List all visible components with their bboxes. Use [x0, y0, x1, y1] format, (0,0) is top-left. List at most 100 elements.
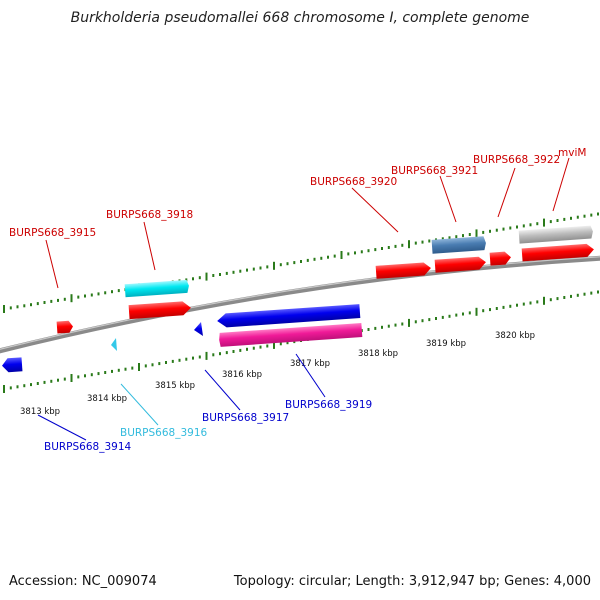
lower-tick — [381, 325, 383, 329]
lower-tick-row — [3, 290, 599, 393]
upper-tick — [516, 225, 518, 229]
upper-tick — [597, 212, 599, 216]
gene-burps668-3919[interactable] — [219, 322, 363, 347]
gene-burps668-3918[interactable] — [128, 301, 192, 320]
upper-tick — [252, 267, 255, 271]
chromosome-backbone-highlight — [0, 256, 600, 350]
scale-label-3817: 3817 kbp — [290, 359, 330, 369]
gene-burps668-3921b[interactable] — [434, 256, 487, 273]
scale-label-3814: 3814 kbp — [87, 394, 127, 404]
label-mvim[interactable]: mviM — [558, 147, 586, 159]
lower-tick — [239, 348, 242, 352]
gene-burps668-3916-cyan[interactable] — [124, 279, 190, 298]
upper-tick — [97, 292, 100, 296]
lower-tick — [50, 379, 53, 383]
upper-tick — [502, 227, 505, 231]
lower-tick — [529, 301, 532, 305]
lower-tick — [367, 328, 370, 331]
upper-tick — [50, 299, 53, 303]
lower-tick — [205, 351, 208, 360]
lower-tick — [475, 307, 478, 316]
lower-tick — [597, 290, 599, 294]
lower-tick — [394, 323, 397, 327]
upper-tick — [583, 214, 586, 218]
gene-burps668-3920[interactable] — [375, 262, 432, 279]
upper-tick — [543, 218, 545, 227]
accession-text: Accession: NC_009074 — [9, 574, 157, 589]
upper-tick — [279, 263, 282, 267]
lower-tick — [16, 385, 19, 389]
gene-burps668-3917a[interactable] — [194, 322, 203, 336]
lower-tick — [246, 347, 248, 351]
label-burps668-3916[interactable]: BURPS668_3916 — [120, 427, 208, 439]
upper-tick — [90, 293, 93, 297]
label-burps668-3918[interactable]: BURPS668_3918 — [106, 209, 193, 221]
gene-burps668-3922[interactable] — [489, 251, 512, 266]
gene-burps668-3915[interactable] — [56, 320, 74, 334]
lower-tick — [3, 385, 5, 393]
lower-tick — [462, 312, 464, 316]
label-burps668-3919[interactable]: BURPS668_3919 — [285, 399, 372, 411]
upper-tick — [414, 241, 417, 245]
lower-tick — [495, 307, 498, 310]
lower-tick — [374, 326, 377, 330]
lower-tick — [556, 297, 559, 301]
lower-tick — [583, 292, 586, 296]
upper-tick — [185, 278, 188, 282]
upper-tick — [462, 234, 464, 238]
gene-burps668-3917[interactable] — [217, 304, 361, 328]
lower-tick — [57, 378, 59, 382]
lower-tick — [70, 374, 73, 382]
lower-tick — [414, 320, 417, 324]
label-burps668-3922[interactable]: BURPS668_3922 — [473, 154, 560, 166]
upper-tick — [347, 252, 350, 256]
upper-tick — [381, 247, 383, 250]
lower-tick — [441, 315, 444, 319]
gene-burps668-3914[interactable] — [2, 357, 23, 373]
genome-summary-text: Topology: circular; Length: 3,912,947 bp… — [233, 574, 591, 589]
lower-tick — [171, 359, 174, 363]
label-burps668-3921[interactable]: BURPS668_3921 — [391, 165, 478, 177]
lower-tick — [570, 294, 572, 298]
upper-tick — [327, 255, 329, 259]
upper-tick — [482, 230, 485, 234]
lower-tick — [138, 363, 140, 371]
lower-tick — [279, 342, 282, 346]
gene-mvim-grey[interactable] — [518, 225, 594, 244]
upper-tick — [16, 305, 19, 309]
lower-tick — [90, 373, 93, 377]
gene-mvim[interactable] — [521, 243, 595, 262]
lower-tick — [543, 296, 545, 305]
lower-tick — [509, 304, 512, 308]
upper-tick — [111, 290, 113, 294]
lower-tick — [212, 353, 215, 357]
upper-tick — [30, 303, 32, 307]
scale-label-3815: 3815 kbp — [155, 381, 195, 391]
label-burps668-3920[interactable]: BURPS668_3920 — [310, 176, 397, 188]
upper-tick — [306, 258, 309, 262]
upper-tick — [313, 257, 316, 261]
scale-label-3818: 3818 kbp — [358, 349, 398, 359]
upper-tick — [293, 261, 296, 265]
gene-burps668-3916-marker[interactable] — [111, 338, 117, 351]
upper-tick — [522, 224, 525, 228]
lower-tick — [435, 317, 437, 320]
scale-label-3816: 3816 kbp — [222, 370, 262, 380]
upper-tick — [536, 222, 539, 226]
label-burps668-3917[interactable]: BURPS668_3917 — [202, 412, 289, 424]
upper-tick — [320, 256, 323, 260]
label-burps668-3914[interactable]: BURPS668_3914 — [44, 441, 132, 453]
upper-tick — [448, 236, 451, 240]
gene-burps668-3921[interactable] — [431, 236, 487, 254]
upper-tick — [63, 297, 66, 301]
upper-tick — [333, 254, 336, 258]
lower-tick — [165, 361, 167, 364]
lower-tick — [387, 324, 390, 328]
label-burps668-3915[interactable]: BURPS668_3915 — [9, 227, 96, 239]
lower-tick — [198, 355, 201, 359]
upper-tick — [529, 223, 532, 227]
upper-tick — [468, 233, 471, 236]
upper-tick — [408, 240, 410, 249]
map-title: Burkholderia pseudomallei 668 chromosome… — [70, 10, 530, 26]
upper-tick — [36, 302, 39, 306]
